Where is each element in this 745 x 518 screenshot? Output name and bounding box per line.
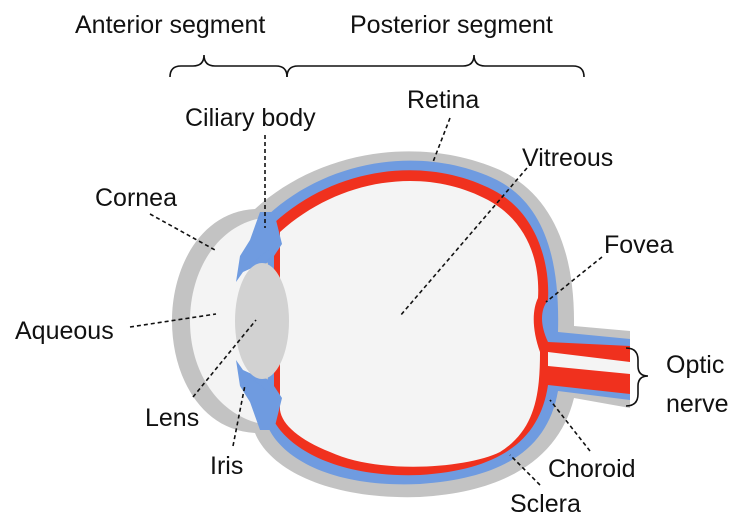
anterior-segment-brace — [170, 55, 287, 77]
posterior-segment-brace — [287, 55, 584, 77]
aqueous-label: Aqueous — [15, 317, 114, 345]
lens-shape — [235, 263, 289, 379]
retina-label: Retina — [407, 86, 479, 114]
lens-label: Lens — [145, 404, 199, 432]
posterior-segment-label: Posterior segment — [350, 11, 553, 39]
ciliary-body-label: Ciliary body — [185, 104, 316, 132]
nerve-label: nerve — [666, 390, 729, 418]
vitreous-label: Vitreous — [522, 144, 613, 172]
anterior-segment-label: Anterior segment — [75, 11, 265, 39]
eye-anatomy — [172, 151, 630, 497]
sclera-label: Sclera — [510, 490, 581, 518]
choroid-label: Choroid — [548, 455, 636, 483]
cornea-label: Cornea — [95, 184, 177, 212]
fovea-label: Fovea — [604, 231, 674, 259]
iris-label: Iris — [210, 452, 243, 480]
optic-label: Optic — [666, 351, 724, 379]
vitreous-chamber — [280, 181, 540, 467]
